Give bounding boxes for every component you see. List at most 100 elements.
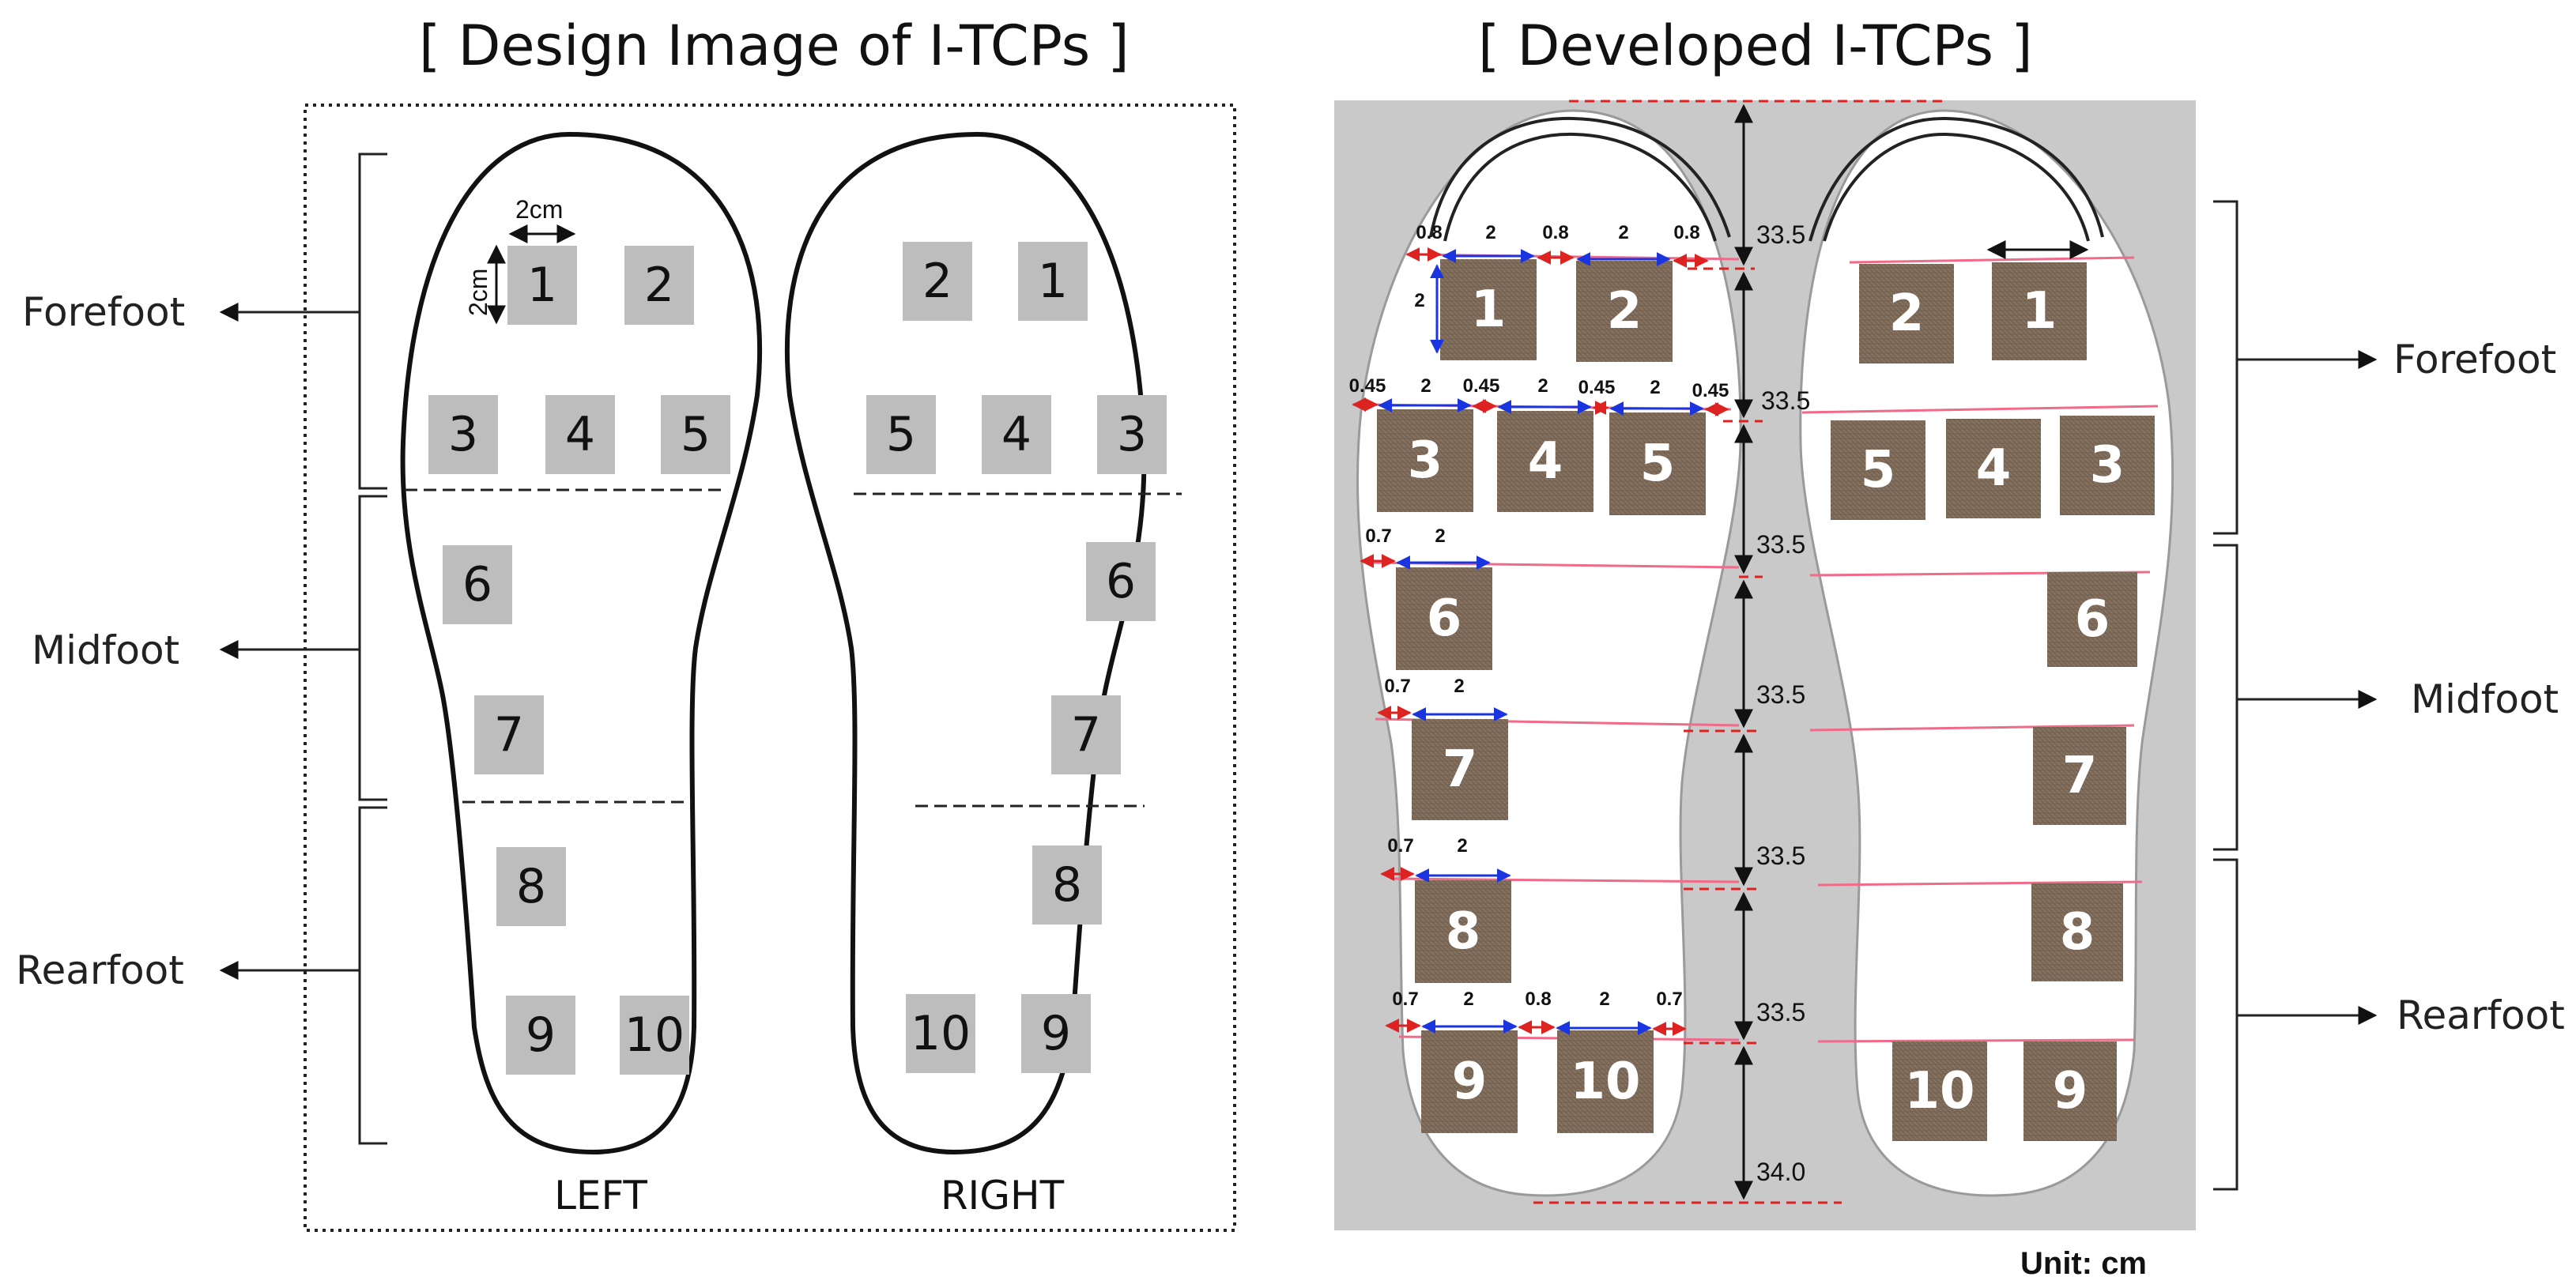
design-left-pad-2: 2 <box>624 246 694 325</box>
svg-text:2: 2 <box>1599 989 1609 1010</box>
svg-text:8: 8 <box>516 859 546 914</box>
svg-text:0.45: 0.45 <box>1692 380 1729 401</box>
svg-text:1: 1 <box>1038 254 1068 309</box>
svg-text:10: 10 <box>911 1006 971 1061</box>
svg-text:2: 2 <box>1650 377 1660 398</box>
svg-text:9: 9 <box>1041 1006 1071 1061</box>
svg-text:3: 3 <box>2090 436 2125 495</box>
svg-text:9: 9 <box>1452 1053 1488 1111</box>
svg-text:6: 6 <box>2075 590 2110 649</box>
design-size-annotation <box>487 224 576 325</box>
spacing-label: 33.5 <box>1756 530 1805 559</box>
design-left-pad-4: 4 <box>545 395 615 474</box>
design-right-pad-9: 9 <box>1021 994 1091 1073</box>
design-left-label: LEFT <box>554 1173 647 1218</box>
design-left-pads: 1 2 3 4 5 6 7 8 9 10 <box>428 246 730 1075</box>
svg-text:5: 5 <box>886 407 916 462</box>
svg-text:10: 10 <box>624 1007 685 1063</box>
svg-text:3: 3 <box>448 407 478 462</box>
svg-text:2: 2 <box>1537 375 1548 397</box>
fabric-pad-8: 8 <box>2031 883 2123 981</box>
developed-dimension-arrows <box>1352 240 2089 1036</box>
svg-text:7: 7 <box>494 707 524 763</box>
fabric-pad-4: 4 <box>1946 419 2041 518</box>
svg-text:2: 2 <box>1889 284 1925 343</box>
design-left-pad-6: 6 <box>443 545 512 624</box>
svg-text:3: 3 <box>1117 407 1147 462</box>
fabric-pad-7: 7 <box>2033 727 2126 825</box>
fabric-pad-2: 2 <box>1576 261 1673 362</box>
svg-text:5: 5 <box>1861 441 1896 499</box>
spacing-label: 33.5 <box>1756 998 1805 1026</box>
svg-text:5: 5 <box>1640 435 1676 493</box>
left-rearfoot-label: Rearfoot <box>16 947 184 993</box>
developed-region-brackets <box>2213 200 2378 1191</box>
svg-text:6: 6 <box>462 557 492 612</box>
fabric-pad-3: 3 <box>2060 416 2155 515</box>
fabric-pad-10: 10 <box>1557 1030 1654 1133</box>
design-right-label: RIGHT <box>941 1173 1065 1218</box>
fabric-pad-2: 2 <box>1859 264 1954 363</box>
svg-text:8: 8 <box>2060 903 2095 962</box>
svg-text:0.8: 0.8 <box>1416 222 1442 243</box>
design-right-pad-4: 4 <box>982 395 1051 474</box>
developed-dimension-labels: 0.8 2 0.8 2 0.8 2 0.45 2 0.45 2 0.45 2 0… <box>1349 222 1729 1010</box>
spacing-label: 33.5 <box>1756 842 1805 870</box>
svg-text:0.8: 0.8 <box>1525 989 1551 1010</box>
left-midfoot-label: Midfoot <box>32 627 179 673</box>
design-left-insole <box>400 131 763 1155</box>
svg-text:4: 4 <box>1528 432 1563 491</box>
svg-text:10: 10 <box>1904 1062 1974 1120</box>
fabric-pad-6: 6 <box>2047 572 2137 667</box>
svg-text:7: 7 <box>1071 707 1101 763</box>
design-left-pad-5: 5 <box>661 395 730 474</box>
design-right-pad-10: 10 <box>906 994 975 1073</box>
fabric-pad-5: 5 <box>1831 420 1925 520</box>
fabric-pad-5: 5 <box>1609 412 1706 515</box>
svg-text:0.8: 0.8 <box>1673 222 1699 243</box>
svg-text:0.7: 0.7 <box>1384 676 1410 697</box>
svg-text:0.7: 0.7 <box>1365 525 1391 547</box>
fabric-pad-7: 7 <box>1412 719 1508 820</box>
svg-text:4: 4 <box>1001 407 1032 462</box>
design-size-label-w: 2cm <box>515 195 563 224</box>
fabric-pad-8: 8 <box>1415 880 1511 983</box>
svg-text:5: 5 <box>681 407 711 462</box>
svg-text:0.45: 0.45 <box>1578 377 1616 398</box>
design-left-pad-8: 8 <box>496 847 566 926</box>
design-size-label-h: 2cm <box>464 269 492 316</box>
design-left-pad-10: 10 <box>620 996 689 1075</box>
svg-text:0.8: 0.8 <box>1542 222 1568 243</box>
svg-text:2: 2 <box>1414 290 1424 311</box>
svg-text:4: 4 <box>565 407 595 462</box>
fabric-pad-9: 9 <box>1421 1030 1518 1133</box>
fabric-pad-3: 3 <box>1377 409 1473 512</box>
spacing-label: 34.0 <box>1756 1158 1805 1186</box>
svg-text:2: 2 <box>1435 525 1445 547</box>
fabric-pad-1: 1 <box>1440 259 1537 360</box>
svg-text:2: 2 <box>1420 375 1431 397</box>
svg-text:0.7: 0.7 <box>1392 989 1418 1010</box>
design-left-pad-7: 7 <box>474 695 544 774</box>
svg-text:2: 2 <box>1457 835 1467 857</box>
developed-right-pads: 2 1 5 4 3 6 7 8 10 9 <box>1831 262 2155 1141</box>
svg-text:2: 2 <box>1607 282 1643 341</box>
svg-text:8: 8 <box>1446 902 1481 961</box>
svg-text:4: 4 <box>1976 439 2012 498</box>
design-right-pad-7: 7 <box>1051 695 1121 774</box>
svg-text:2: 2 <box>922 254 952 309</box>
developed-title: [ Developed I-TCPs ] <box>1478 13 2033 78</box>
fabric-pad-4: 4 <box>1497 411 1593 512</box>
svg-text:6: 6 <box>1106 554 1136 609</box>
right-forefoot-label: Forefoot <box>2393 337 2556 382</box>
svg-text:10: 10 <box>1570 1053 1640 1111</box>
svg-text:9: 9 <box>2053 1062 2088 1120</box>
design-right-pad-8: 8 <box>1032 845 1102 925</box>
spacing-label: 33.5 <box>1761 386 1810 415</box>
developed-red-guides <box>1533 100 1944 1204</box>
developed-spacing-labels: 33.5 33.5 33.5 33.5 33.5 33.5 34.0 <box>1756 220 1810 1186</box>
design-title: [ Design Image of I-TCPs ] <box>419 13 1130 78</box>
design-right-pad-1: 1 <box>1018 242 1088 321</box>
design-region-brackets <box>219 153 387 1145</box>
